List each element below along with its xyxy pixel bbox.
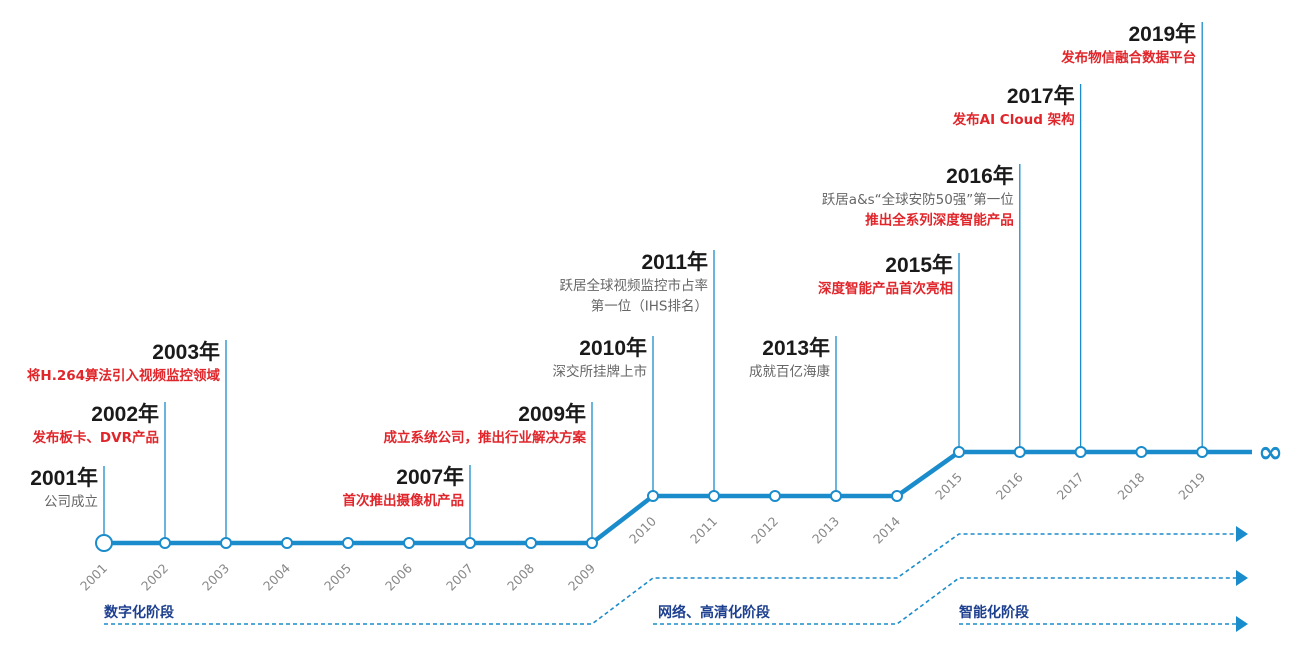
year-node-2010	[647, 490, 659, 502]
year-node-2005	[342, 537, 354, 549]
year-tick-label: 2001	[77, 561, 110, 594]
phase-label: 数字化阶段	[104, 604, 174, 621]
event-description: 成就百亿海康	[749, 363, 830, 380]
event-description: 发布板卡、DVR产品	[31, 429, 159, 446]
phase-tracks: 数字化阶段 网络、高清化阶段 智能化阶段	[104, 526, 1248, 632]
year-node-2016	[1013, 446, 1026, 458]
year-node-2001	[95, 534, 113, 552]
event-title: 2015年	[885, 253, 953, 277]
event-stems	[103, 22, 1203, 543]
event-title: 2002年	[91, 402, 159, 426]
year-tick-label: 2002	[138, 561, 171, 594]
year-node-2002	[159, 537, 171, 549]
year-tick-label: 2007	[443, 561, 476, 594]
year-tick-label: 2017	[1054, 470, 1087, 503]
year-tick-label: 2004	[260, 560, 293, 593]
year-tick-label: 2014	[870, 513, 903, 546]
arrow-right-icon	[1236, 616, 1248, 632]
event-title: 2013年	[762, 336, 830, 360]
event-description: 跃居全球视频监控市占率	[560, 277, 709, 294]
year-node-2015	[953, 446, 965, 458]
timeline-line	[104, 449, 1252, 546]
arrow-right-icon	[1236, 526, 1248, 542]
event-description: 将H.264算法引入视频监控领域	[27, 367, 221, 384]
event-title: 2009年	[518, 402, 586, 426]
event-title: 2001年	[30, 466, 98, 490]
year-tick-label: 2016	[993, 469, 1026, 502]
event-description: 深度智能产品首次亮相	[818, 280, 953, 297]
year-node-2008	[525, 537, 537, 549]
phase-label: 智能化阶段	[958, 604, 1029, 621]
year-node-2009	[586, 537, 598, 549]
event-description: 跃居a&s“全球安防50强”第一位	[822, 191, 1014, 208]
year-node-2018	[1135, 446, 1148, 458]
year-node-2014	[891, 490, 903, 502]
year-node-2007	[464, 537, 476, 549]
year-node-2012	[769, 490, 781, 502]
year-tick-label: 2019	[1175, 469, 1208, 502]
year-tick-label: 2013	[809, 514, 842, 547]
year-tick-label: 2008	[504, 560, 537, 593]
phase-label: 网络、高清化阶段	[658, 604, 770, 621]
event-title: 2010年	[579, 336, 647, 360]
year-node-2013	[830, 490, 842, 502]
year-node-2011	[708, 490, 720, 502]
year-tick-label: 2005	[321, 561, 354, 594]
phase-track-2	[653, 577, 1236, 625]
year-node-2004	[281, 537, 293, 549]
event-description: 公司成立	[44, 494, 98, 510]
infinity-icon: ∞	[1258, 435, 1283, 470]
event-description: 推出全系列深度智能产品	[865, 212, 1014, 229]
year-tick-label: 2009	[565, 560, 598, 593]
event-title: 2011年	[641, 250, 708, 274]
event-title: 2007年	[396, 465, 464, 489]
timeline-path	[104, 449, 1252, 546]
year-tick-label: 2006	[382, 560, 415, 593]
event-description: 成立系统公司，推出行业解决方案	[384, 429, 587, 446]
year-node-2006	[403, 537, 415, 549]
year-tick-label: 2018	[1114, 469, 1147, 502]
event-description: 首次推出摄像机产品	[343, 492, 465, 509]
year-tick-label: 2012	[748, 514, 781, 547]
year-node-2017	[1074, 446, 1087, 458]
event-title: 2003年	[152, 340, 220, 364]
year-tick-label: 2010	[626, 513, 659, 546]
year-node-2019	[1196, 446, 1209, 458]
event-description: 发布物信融合数据平台	[1060, 49, 1196, 66]
year-tick-label: 2015	[932, 470, 965, 503]
event-title: 2016年	[946, 164, 1014, 188]
event-description: 第一位（IHS排名）	[591, 298, 708, 315]
event-description: 深交所挂牌上市	[553, 363, 648, 380]
phase-track-1	[104, 533, 1236, 625]
arrow-right-icon	[1236, 570, 1248, 586]
event-title: 2019年	[1128, 22, 1196, 46]
event-title: 2017年	[1007, 84, 1075, 108]
year-tick-label: 2011	[687, 514, 720, 547]
year-node-2003	[220, 537, 232, 549]
event-description: 发布AI Cloud 架构	[952, 111, 1075, 128]
year-nodes: 2001 2002 2003 2004 2005 2006 2007 2008 2009 2010…	[77, 446, 1209, 594]
year-tick-label: 2003	[199, 561, 232, 594]
